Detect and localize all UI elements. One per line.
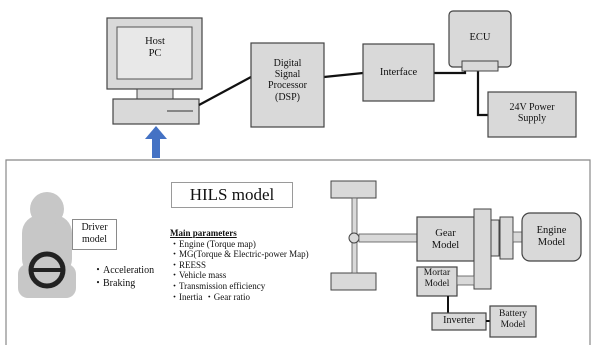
param-engine: ・Engine (Torque map)	[170, 238, 256, 249]
motor-shaft	[456, 275, 475, 286]
vehicle-chassis	[330, 180, 418, 291]
main-parameters: Main parameters ・Engine (Torque map) ・MG…	[170, 228, 309, 302]
driver-figure	[18, 192, 76, 298]
wire-dsp-interface	[323, 71, 364, 79]
gear-model-label: Gear Model	[431, 228, 460, 251]
param-mg: ・MG(Torque & Electric-power Map)	[170, 249, 309, 260]
hils-frame	[5, 159, 591, 345]
host-pc-screen	[116, 26, 193, 80]
up-arrow	[145, 126, 167, 158]
params-heading: Main parameters	[170, 228, 237, 238]
param-vehicle-mass: ・Vehicle mass	[170, 270, 227, 281]
operation-braking: ・Braking	[93, 278, 136, 289]
interface-box	[362, 43, 435, 102]
driver-operations: ・Acceleration ・Braking	[93, 264, 154, 290]
dsp-box	[250, 42, 325, 128]
flywheel	[499, 216, 514, 260]
param-transmission: ・Transmission efficiency	[170, 280, 266, 291]
clutch-plate	[473, 208, 492, 290]
power-supply-label: 24V Power Supply	[509, 102, 555, 125]
engine-model-box	[521, 212, 582, 262]
steering-wheel	[28, 251, 66, 289]
power-supply-box	[487, 91, 577, 138]
clutch-shaft	[490, 219, 500, 257]
hils-model-title: HILS model	[171, 182, 293, 208]
interface-label: Interface	[379, 67, 418, 78]
gear-model-box	[416, 216, 475, 262]
motor-model-label: Mortar Model	[423, 268, 451, 289]
host-pc-label: Host PC	[145, 36, 165, 59]
ecu-label: ECU	[469, 32, 491, 43]
param-reess: ・REESS	[170, 259, 207, 270]
param-inertia-gear: ・Inertia ・Gear ratio	[170, 291, 250, 302]
ecu-connector	[461, 60, 499, 72]
host-pc	[106, 17, 203, 125]
motor-model-box	[416, 266, 458, 297]
driver-model-box: Driver model	[72, 219, 117, 250]
battery-model-box	[489, 305, 537, 338]
engine-model-label: Engine Model	[536, 225, 567, 248]
wire-ecu-power	[476, 71, 488, 117]
inverter-label: Inverter	[443, 315, 475, 326]
operation-acceleration: ・Acceleration	[93, 265, 155, 276]
host-pc-stand	[136, 88, 174, 100]
dsp-label: Digital Signal Processor (DSP)	[268, 58, 307, 103]
wire-pc-dsp	[198, 76, 252, 106]
engine-shaft	[512, 231, 523, 243]
battery-model-label: Battery Model	[499, 309, 527, 330]
